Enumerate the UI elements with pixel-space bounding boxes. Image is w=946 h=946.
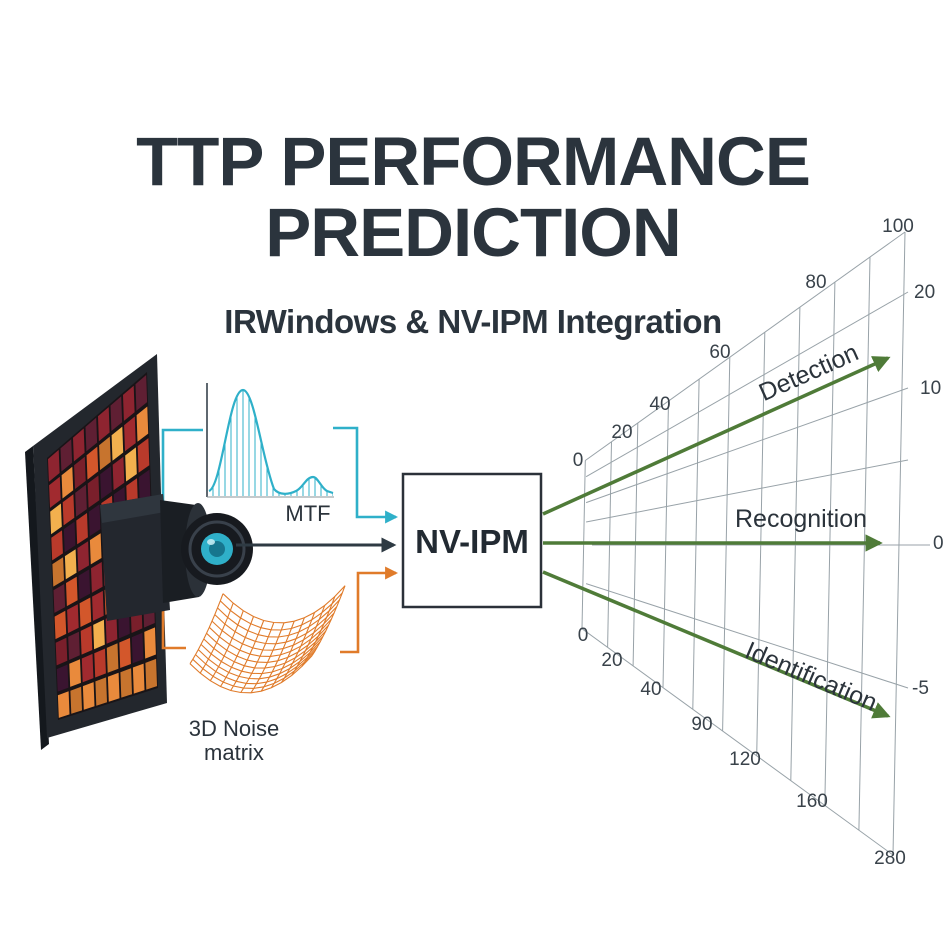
camera-body	[100, 494, 170, 621]
top-axis-label-0: 0	[573, 450, 584, 471]
output-arrows	[542, 356, 891, 719]
camera-body-top-facet	[100, 494, 165, 523]
noise-3d-mesh	[189, 585, 346, 694]
panel-side-edge	[25, 446, 49, 750]
top-axis-label-5: 100	[882, 216, 914, 237]
nv-ipm-box: NV-IPM	[401, 472, 543, 609]
recognition-label: Recognition	[735, 505, 867, 533]
mtf-label: MTF	[285, 501, 330, 526]
noise-input-arrow	[340, 566, 399, 654]
bottom-axis-label-0: 0	[578, 625, 589, 646]
camera-lens-core	[209, 541, 225, 557]
bottom-axis-label-2: 40	[640, 679, 661, 700]
page-subtitle: IRWindows & NV-IPM Integration	[224, 303, 722, 340]
right-axis-label-1: 10	[920, 378, 941, 399]
top-axis-label-1: 20	[611, 422, 632, 443]
thermal-camera-illustration	[100, 494, 253, 621]
page-title: TTP PERFORMANCE PREDICTION	[0, 126, 946, 268]
top-axis-label-2: 40	[649, 394, 670, 415]
mtf-curve-fill	[209, 390, 333, 496]
right-axis-label-0: 20	[914, 282, 935, 303]
top-axis-label-4: 80	[805, 272, 826, 293]
bottom-axis-label-4: 120	[729, 749, 761, 770]
mtf-plot	[206, 383, 334, 498]
detection-arrow	[542, 356, 891, 516]
mtf-curve	[208, 388, 334, 495]
bottom-axis-label-1: 20	[601, 650, 622, 671]
page-title-line2: PREDICTION	[265, 194, 682, 272]
identification-label: Identification	[741, 636, 881, 717]
right-axis-label-3: -5	[912, 678, 929, 699]
bottom-axis-label-6: 280	[874, 848, 906, 869]
camera-lens-highlight	[207, 539, 215, 545]
top-axis-label-3: 60	[709, 342, 730, 363]
right-axis-label-2: 0	[933, 533, 944, 554]
nv-ipm-label: NV-IPM	[415, 523, 529, 560]
bottom-axis-label-5: 160	[796, 791, 828, 812]
page-title-line1: TTP PERFORMANCE	[136, 123, 811, 200]
bottom-axis-label-3: 90	[691, 714, 712, 735]
camera-lens-ring	[188, 520, 246, 578]
noise-label-line1: 3D Noise	[189, 716, 279, 741]
noise-label-line2: matrix	[204, 740, 264, 765]
nv-ipm-box-frame	[401, 472, 543, 609]
identification-arrow	[542, 570, 891, 719]
mtf-input-arrow	[333, 426, 399, 524]
